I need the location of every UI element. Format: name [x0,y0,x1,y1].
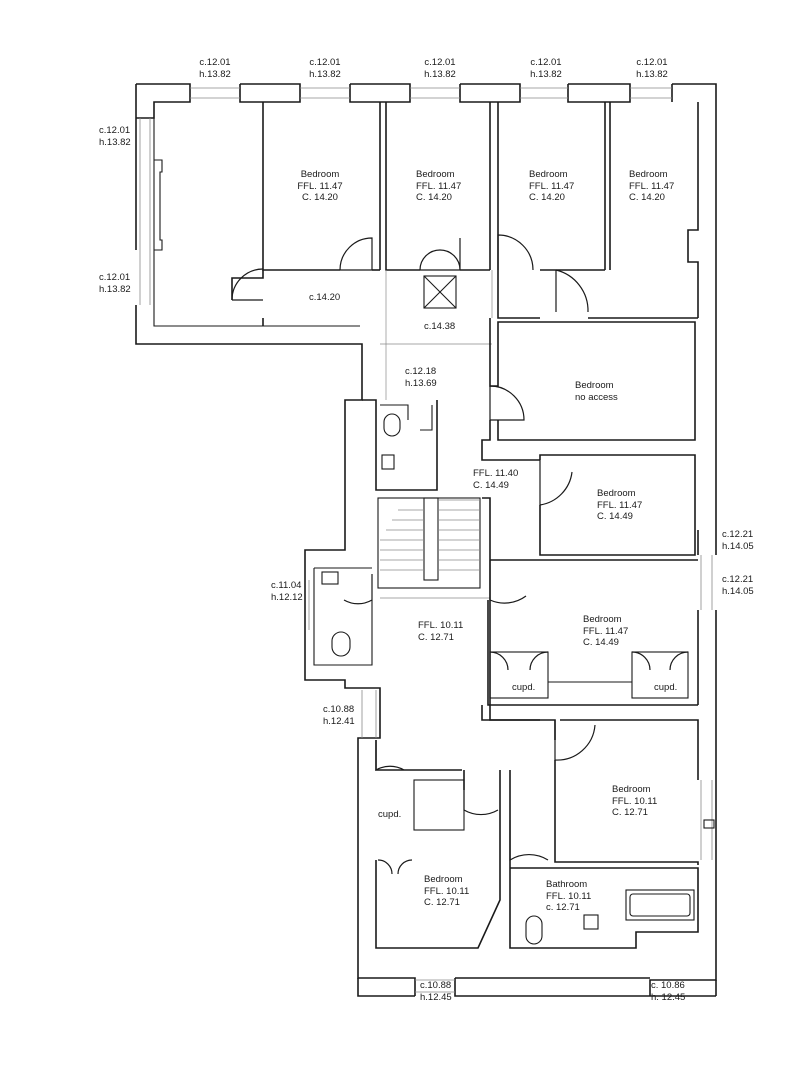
room-ffl: FFL. 10.11 [546,890,592,902]
window-h: h.12.41 [323,715,355,727]
cupboard-left-label: cupd. [512,682,536,693]
window-h: h.13.82 [309,68,341,80]
room-ffl: FFL. 11.47 [529,180,575,192]
room-ceiling: C. 12.71 [424,897,460,908]
room-name: Bedroom [575,380,614,391]
window-h: h.13.82 [636,68,668,80]
bedroom3-label: Bedroom FFL. 11.47 C. 14.20 [529,169,589,204]
corridor-ceiling-label: c.14.20 [309,292,341,303]
bedroom1-label: Bedroom FFL. 11.47 C. 14.20 [290,169,350,204]
window-h: h. 12.45 [651,991,686,1003]
bedroom5-label: Bedroom FFL. 11.47 C. 14.49 [597,488,642,523]
window-c: c.10.88 [420,980,452,991]
window-h: h.12.45 [420,991,452,1003]
window-h: h.14.05 [722,540,754,552]
stair-core [313,399,540,721]
window-c: c.12.01 [636,57,668,68]
window-h: h.13.82 [99,136,131,148]
room-ffl: FFL. 10.11 [612,795,658,807]
window-c: c.10.88 [323,704,355,715]
bedroom7-label: Bedroom FFL. 10.11 C. 12.71 [612,784,657,819]
room-name: Bedroom [424,874,463,885]
bedroom4-label: Bedroom FFL. 11.47 C. 14.20 [629,169,689,204]
room-ceiling: C. 14.20 [302,192,338,203]
bedroom-no-access-label: Bedroom no access [575,380,618,403]
room-ffl: FFL. 11.47 [297,180,343,192]
outer-walls [135,83,717,997]
room-ceiling: C. 14.49 [473,479,509,491]
window-c: c.11.04 [271,580,302,591]
window-h: h.14.05 [722,585,754,597]
half-landing-c: c.12.18 [405,366,437,377]
room-name: Bedroom [583,614,622,625]
hall-label: FFL. 10.11 C. 12.71 [418,620,463,643]
bedroom8-label: Bedroom FFL. 10.11 C. 12.71 [424,874,469,909]
window-h: h.13.82 [199,68,231,80]
window-c: c. 10.86 [651,980,685,991]
window-c: c.12.01 [199,57,231,68]
bathroom-label: Bathroom FFL. 10.11 c. 12.71 [546,879,591,914]
landing-ceiling-label: c.14.38 [424,321,456,332]
room-ceiling: c. 12.71 [546,902,580,913]
half-landing-h: h.13.69 [405,377,437,389]
window-c: c.12.21 [722,574,754,585]
room-ffl: FFL. 11.47 [583,625,629,637]
room-name: Bedroom [612,784,651,795]
room-ceiling: C. 12.71 [418,631,454,643]
room-name: Bathroom [546,879,588,890]
window-c: c.12.21 [722,529,754,540]
window-frames [139,87,713,993]
room-name: Bedroom [629,169,668,180]
room-ceiling: C. 14.49 [597,511,633,522]
window-h: h.13.82 [99,283,131,295]
room-ceiling: C. 14.20 [629,192,665,203]
room-ffl: FFL. 11.47 [416,180,462,192]
window-c: c.12.01 [309,57,341,68]
half-landing-label: c.12.18 h.13.69 [405,366,437,389]
room-ceiling: C. 14.49 [583,637,619,648]
window-c: c.12.01 [424,57,456,68]
room-ffl: FFL. 10.11 [418,620,464,631]
window-h: h.13.82 [530,68,562,80]
room-ffl: FFL. 10.11 [424,885,470,897]
room-ceiling: C. 12.71 [612,807,648,818]
room-ffl: FFL. 11.47 [597,499,643,511]
window-h: h.13.82 [424,68,456,80]
bedroom6-label: Bedroom FFL. 11.47 C. 14.49 [583,614,628,649]
door-swings [231,234,689,875]
room-ffl: FFL. 11.47 [629,180,675,192]
window-h: h.12.12 [271,591,303,603]
room-name: Bedroom [300,169,340,180]
room-ceiling: C. 14.20 [529,192,565,203]
room-ceiling: C. 14.20 [416,192,452,203]
window-c: c.12.01 [530,57,562,68]
bedroom2-label: Bedroom FFL. 11.47 C. 14.20 [416,169,476,204]
room-note: no access [575,391,618,403]
room-name: Bedroom [597,488,636,499]
upper-partitions [154,102,699,461]
cupboard-right-label: cupd. [654,682,678,693]
upper-landing-label: FFL. 11.40 C. 14.49 [473,468,518,491]
window-c: c.12.01 [99,125,131,136]
room-name: Bedroom [416,169,455,180]
room-ffl: FFL. 11.40 [473,468,519,479]
room-name: Bedroom [529,169,568,180]
window-c: c.12.01 [99,272,131,283]
cupboard-lower-label: cupd. [378,809,402,820]
